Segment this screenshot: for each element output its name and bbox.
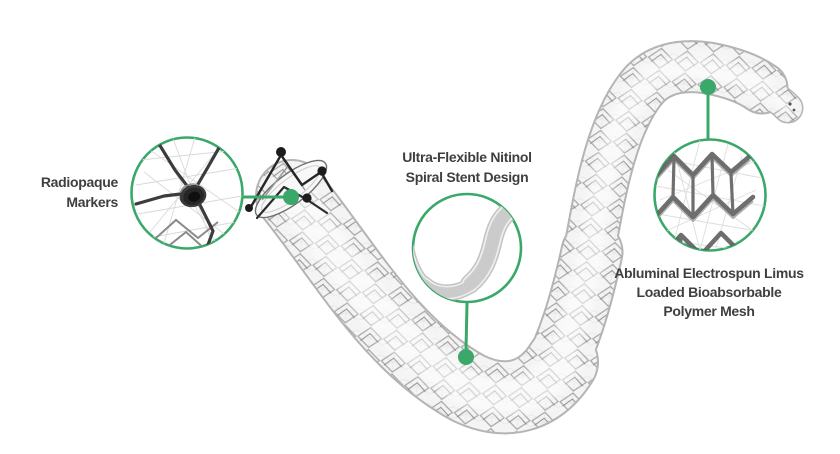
- radiopaque-anchor-dot: [283, 189, 299, 205]
- stent-tube-highlight: [576, 54, 774, 270]
- stent-tip-speck: [788, 102, 792, 106]
- mesh-callout: [653, 79, 767, 252]
- radiopaque-marker-bead: [276, 147, 286, 157]
- radiopaque-marker-ring: [179, 183, 207, 208]
- nitinol-anchor-dot: [458, 349, 474, 365]
- mesh-links: [671, 154, 735, 251]
- mesh-strand-echo: [654, 156, 754, 223]
- label-line: Markers: [66, 194, 118, 210]
- nitinol-connector-line: [464, 302, 469, 351]
- radiopaque-callout: [130, 136, 299, 250]
- mesh-anchor-dot: [700, 79, 716, 95]
- stent-tube-highlight: [746, 78, 794, 114]
- label-line: Spiral Stent Design: [405, 169, 529, 185]
- radiopaque-marker-bead: [317, 166, 327, 176]
- label-line: Loaded Bioabsorbable: [636, 284, 782, 300]
- radiopaque-zoom-view: [134, 137, 243, 249]
- label-line: Ultra-Flexible Nitinol: [402, 149, 532, 165]
- label-line: Abluminal Electrospun Limus: [614, 265, 804, 281]
- radiopaque-marker-bead: [302, 193, 312, 203]
- mesh-struts-light: [155, 218, 219, 249]
- stent-tube-highlight: [274, 178, 580, 416]
- label-line: Polymer Mesh: [663, 303, 755, 319]
- label-radiopaque-markers: Radiopaque Markers: [10, 172, 118, 212]
- label-line: Radiopaque: [40, 174, 118, 190]
- stent-body: [255, 40, 804, 435]
- label-nitinol-design: Ultra-Flexible Nitinol Spiral Stent Desi…: [377, 147, 557, 187]
- label-polymer-mesh: Abluminal Electrospun Limus Loaded Bioab…: [594, 264, 824, 321]
- stent-tip-speck: [792, 108, 796, 112]
- radiopaque-marker-bead: [245, 204, 253, 212]
- stent-crown-struts: [250, 153, 334, 207]
